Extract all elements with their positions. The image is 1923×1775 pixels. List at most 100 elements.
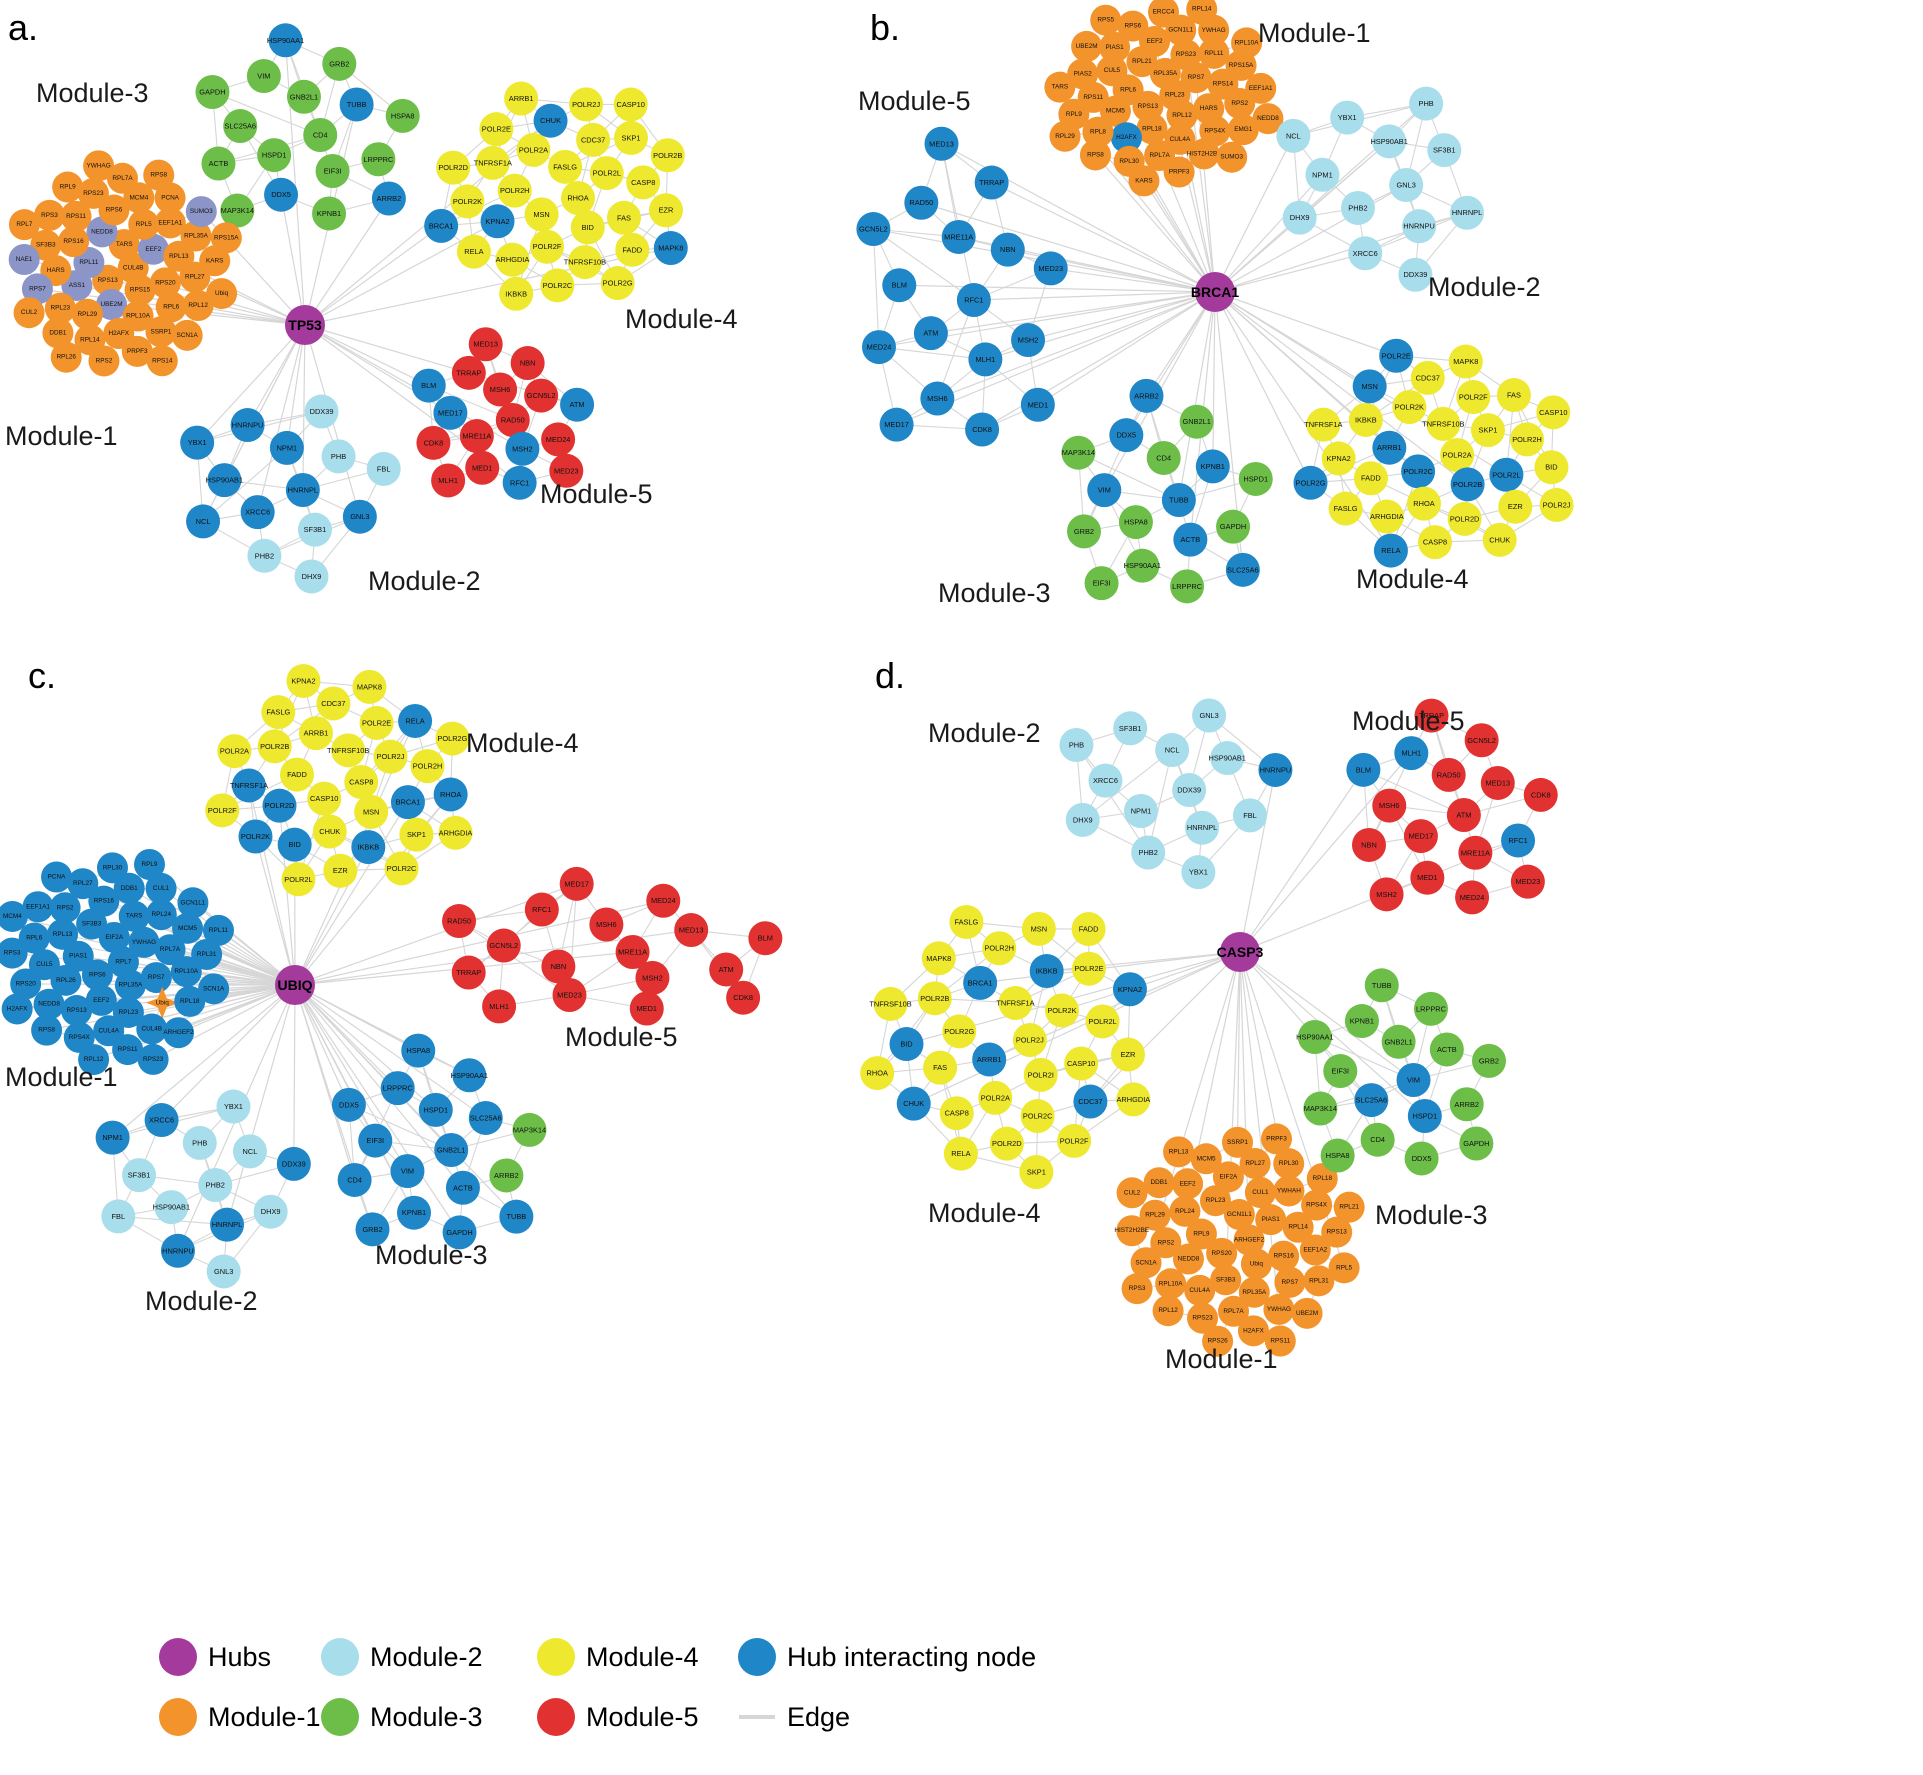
node-label: CUL4B [141, 1025, 162, 1032]
node-label: MSN [363, 807, 379, 816]
network-node [238, 819, 273, 854]
network-node [963, 965, 998, 1000]
edge [468, 883, 578, 973]
hub-edge [1236, 951, 1241, 1143]
network-node [965, 412, 1000, 447]
network-node [1303, 1091, 1338, 1126]
node-label: HNRNPU [162, 1246, 194, 1255]
node-label: RPL27 [1245, 1160, 1265, 1167]
network-node [1369, 499, 1404, 534]
node-label: RPL12 [1158, 1307, 1178, 1314]
node-label: RPS15A [1229, 62, 1254, 69]
node-label: MED13 [929, 139, 954, 148]
network-node [1188, 138, 1220, 170]
node-label: TNFRSF10B [327, 746, 369, 755]
network-node [1455, 880, 1490, 915]
node-label: MAP3K14 [1062, 448, 1095, 457]
node-label: POLR2F [1459, 393, 1488, 402]
node-label: POLR2J [1016, 1036, 1044, 1045]
network-node [1303, 1265, 1335, 1297]
node-label: POLR2G [1296, 478, 1326, 487]
node-label: PCNA [161, 194, 179, 201]
network-node [1121, 1273, 1153, 1305]
hub-edge [1214, 184, 1407, 293]
network-node [257, 138, 292, 173]
network-node [920, 381, 955, 416]
network-node [223, 109, 258, 144]
node-label: VIM [257, 72, 270, 81]
node-label: GCN5L2 [859, 225, 888, 234]
node-label: DHX9 [1073, 815, 1093, 824]
node-label: POLR2K [241, 832, 270, 841]
network-node [552, 977, 587, 1012]
node-label: CASP10 [1067, 1059, 1095, 1068]
edge [1314, 1036, 1414, 1081]
node-label: POLR2A [1443, 451, 1472, 460]
network-node [83, 150, 115, 182]
node-label: BLM [892, 281, 907, 290]
network-node [98, 921, 130, 953]
node-label: RAD50 [501, 416, 525, 425]
module-label: Module-5 [540, 479, 653, 509]
node-label: POLR2F [208, 806, 237, 815]
node-label: RPS7 [29, 285, 46, 292]
node-label: TUBB [347, 100, 367, 109]
node-label: TUBB [507, 1212, 527, 1221]
network-node [1136, 113, 1168, 145]
node-label: PRPF3 [1169, 169, 1190, 176]
node-label: MED1 [1028, 400, 1049, 409]
module-label: Module-3 [36, 78, 149, 108]
node-label: HNRNPU [232, 421, 264, 430]
network-node [434, 1133, 469, 1167]
node-label: MCM5 [178, 925, 197, 932]
network-node [1150, 1227, 1182, 1259]
node-label: GCN5L2 [1467, 736, 1496, 745]
network-node [1260, 1123, 1292, 1155]
node-label: RPS2 [96, 357, 113, 364]
network-node [524, 892, 559, 927]
node-label: KPNA2 [1327, 454, 1351, 463]
network-node [198, 973, 230, 1005]
node-label: GNB2L1 [290, 92, 318, 101]
network-node [567, 245, 602, 280]
network-node [1273, 1148, 1305, 1180]
node-label: CDC37 [1416, 373, 1440, 382]
network-node [1163, 1136, 1195, 1168]
network-node [1364, 968, 1399, 1003]
network-node [61, 995, 93, 1027]
node-label: FBL [1243, 811, 1257, 820]
node-label: EEF2 [93, 997, 109, 1004]
nodes-layer-a: CD4HSPD1GNB2L1EIF3ISLC25A6TUBBDDX5VIMLRP… [8, 23, 688, 594]
network-node [468, 327, 503, 362]
node-label: YBX1 [1338, 113, 1357, 122]
network-node [1372, 430, 1407, 465]
node-label: RPL21 [1132, 58, 1152, 65]
legend-label: Module-5 [586, 1702, 699, 1732]
network-node [921, 941, 956, 976]
network-node [495, 242, 530, 277]
node-label: MSH6 [1379, 801, 1400, 810]
module-label: Module-5 [1352, 706, 1465, 736]
node-label: NCL [196, 517, 211, 526]
node-label: KARS [1135, 177, 1152, 184]
node-label: DDX39 [1403, 270, 1427, 279]
node-label: HSPD1 [262, 151, 287, 160]
node-label: RPL6 [1120, 86, 1136, 93]
node-label: LRPPRC [1172, 582, 1203, 591]
node-label: GNL3 [1199, 711, 1218, 720]
node-label: H2AFX [108, 330, 129, 337]
network-node [397, 1195, 432, 1230]
module-label: Module-2 [368, 566, 481, 596]
network-node [1407, 1099, 1442, 1134]
node-label: CHUK [1489, 535, 1510, 544]
network-node [198, 1168, 233, 1202]
node-label: PHB [331, 452, 346, 461]
node-label: ARRB2 [377, 194, 402, 203]
node-label: RPS16 [94, 898, 115, 905]
hub-edge [937, 291, 1216, 400]
node-label: FADD [1361, 474, 1381, 483]
hub-edge [921, 202, 1216, 293]
network-node [1480, 765, 1515, 800]
network-node [257, 729, 292, 764]
